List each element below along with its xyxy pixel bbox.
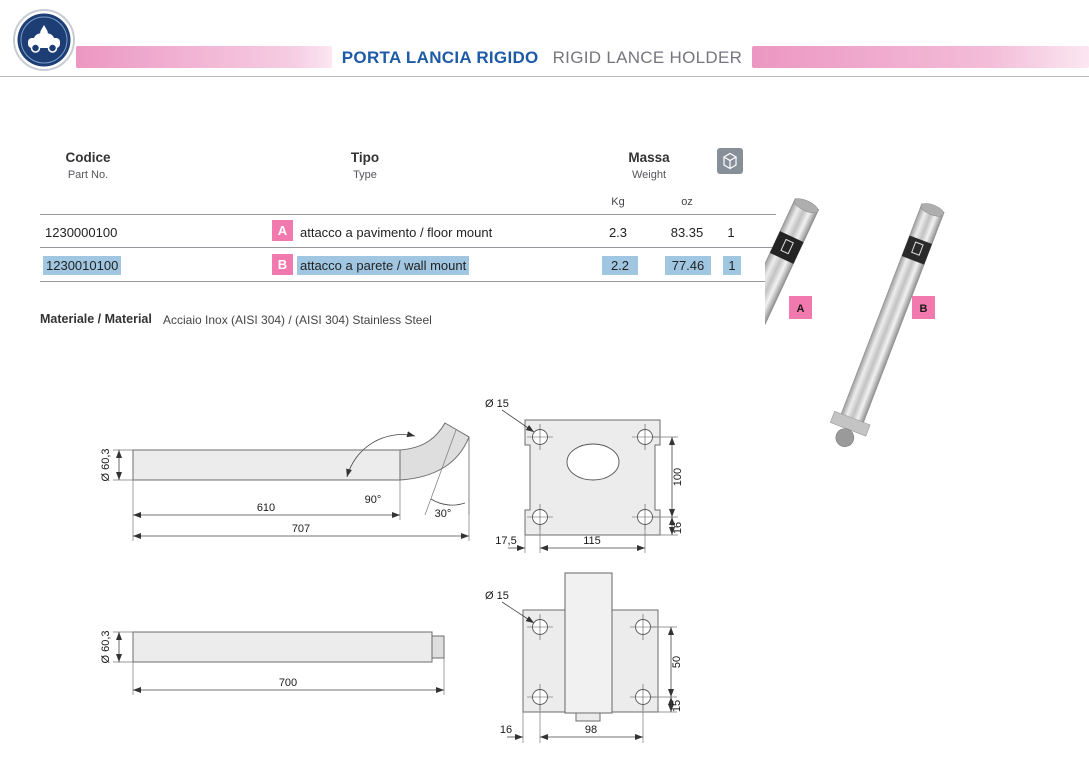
photo-badge-b: B xyxy=(920,303,928,315)
unit-kg-label: Kg xyxy=(611,196,625,208)
page-title-english: RIGID LANCE HOLDER xyxy=(552,48,743,67)
mass-kg-value: 2.3 xyxy=(608,225,628,240)
dim-diameter-label: Ø 60,3 xyxy=(100,448,112,481)
mass-oz-value: 77.46 xyxy=(665,256,711,275)
dim-115-label: 115 xyxy=(583,535,601,547)
product-photo-wall-mount xyxy=(829,203,945,447)
header-bar-right xyxy=(752,46,1089,68)
unit-oz-label: oz xyxy=(681,196,693,208)
column-subheader-mass: Weight xyxy=(631,169,667,181)
column-header-code: Codice xyxy=(65,150,111,165)
part-number: 1230000100 xyxy=(45,225,118,240)
wall-mount-side-drawing: Ø 60,3 700 xyxy=(85,615,485,710)
photo-badge-a: A xyxy=(797,303,805,315)
photo-badge-b-box xyxy=(912,296,935,319)
type-description: attacco a parete / wall mount xyxy=(297,256,470,275)
header-divider xyxy=(0,76,1089,77)
wall-mount-front-drawing: Ø 15 50 15 98 16 xyxy=(478,565,708,765)
dim-700-label: 700 xyxy=(279,677,297,689)
dim-50-label: 50 xyxy=(671,656,683,668)
dim-diameter-label: Ø 60,3 xyxy=(100,630,112,663)
hole-dia-label: Ø 15 xyxy=(485,590,509,602)
car-wash-icon xyxy=(13,9,75,71)
page-title: PORTA LANCIA RIGIDO RIGID LANCE HOLDER xyxy=(332,44,752,72)
page-title-italian: PORTA LANCIA RIGIDO xyxy=(341,48,539,67)
dim-16-label: 16 xyxy=(500,724,512,736)
dim-610-label: 610 xyxy=(257,502,275,514)
floor-mount-front-drawing: Ø 15 100 16 115 17,5 xyxy=(478,395,693,570)
table-rule xyxy=(40,247,776,248)
column-header-type: Tipo xyxy=(350,150,380,165)
variant-badge-a: A xyxy=(272,220,293,241)
angle-90-label: 90° xyxy=(365,494,382,506)
brand-logo xyxy=(13,9,75,71)
material-label: Materiale / Material xyxy=(40,312,152,326)
angle-30-label: 30° xyxy=(435,508,452,520)
package-qty-value: 1 xyxy=(723,256,741,275)
dim-707-label: 707 xyxy=(292,523,310,535)
type-description: attacco a pavimento / floor mount xyxy=(300,225,493,240)
table-rule xyxy=(40,281,776,282)
dim-175-label: 17,5 xyxy=(495,535,516,547)
dim-98-label: 98 xyxy=(585,724,597,736)
package-qty-value: 1 xyxy=(727,225,735,240)
package-quantity-icon xyxy=(717,148,743,179)
hole-dia-label: Ø 15 xyxy=(485,398,509,410)
product-photos: A B xyxy=(680,190,1085,470)
part-number: 1230010100 xyxy=(43,256,122,275)
mass-kg-value: 2.2 xyxy=(602,256,638,275)
floor-mount-side-drawing: Ø 60,3 610 707 90° 30° xyxy=(85,415,485,560)
material-value: Acciaio Inox (AISI 304) / (AISI 304) Sta… xyxy=(163,313,432,327)
column-subheader-type: Type xyxy=(353,169,377,181)
variant-badge-b: B xyxy=(272,254,293,275)
dim-100-label: 100 xyxy=(672,468,684,486)
dim-15-label: 15 xyxy=(671,700,683,712)
table-rule xyxy=(40,214,776,215)
column-subheader-code: Part No. xyxy=(67,169,109,181)
photo-badge-a-box xyxy=(789,296,812,319)
mass-oz-value: 83.35 xyxy=(670,225,704,240)
dim-16-label: 16 xyxy=(672,522,684,534)
header-bar-left xyxy=(76,46,332,68)
column-header-mass: Massa xyxy=(628,150,670,165)
